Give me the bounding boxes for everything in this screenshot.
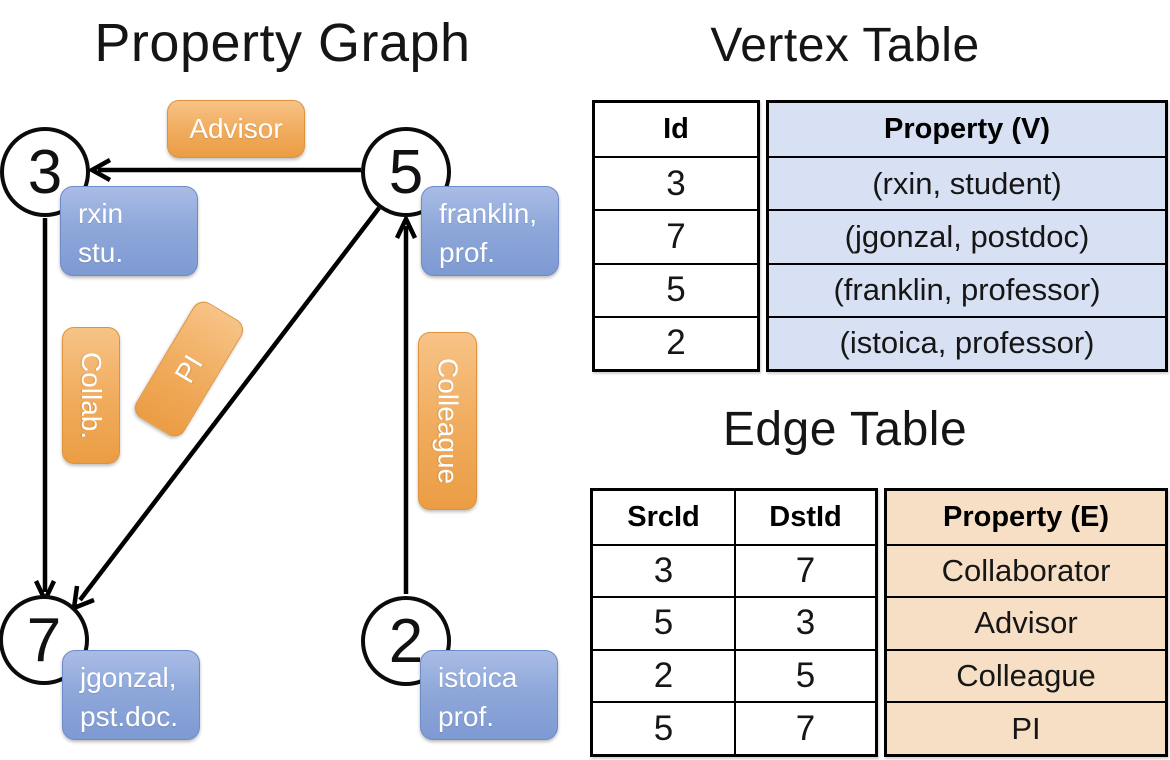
edge-table-id-columns: SrcId DstId 3 7 5 3 2 5 5 7 xyxy=(590,488,878,757)
vertex-table-cell-property: (istoica, professor) xyxy=(769,315,1165,369)
vertex-table-property-column: Property (V) (rxin, student) (jgonzal, p… xyxy=(766,100,1168,372)
arrowhead-colleague-icon xyxy=(394,213,418,239)
vertex-prop-box-2: istoica prof. xyxy=(420,650,558,740)
edge-table-cell-src: 5 xyxy=(593,701,734,754)
edge-table-cell-property: PI xyxy=(887,701,1165,754)
vertex-table-cell-id: 7 xyxy=(595,209,757,262)
vertex-table-cell-property: (rxin, student) xyxy=(769,156,1165,209)
edge-table-header-property: Property (E) xyxy=(943,500,1109,533)
edge-table-cell-property: Collaborator xyxy=(887,543,1165,597)
graph-node-2: 2 xyxy=(361,596,451,686)
vertex-prop-line2: pst.doc. xyxy=(80,701,179,732)
node-id-label: 3 xyxy=(27,137,63,207)
vertex-table-header-property: Property (V) xyxy=(884,113,1050,146)
vertex-prop-box-5: franklin, prof. xyxy=(421,186,559,276)
node-id-label: 5 xyxy=(388,137,424,207)
node-id-label: 7 xyxy=(26,605,62,675)
node-id-label: 2 xyxy=(388,606,424,676)
edge-table-cell-src: 5 xyxy=(593,596,734,649)
graph-edges-svg xyxy=(33,158,418,612)
edge-label-advisor: Advisor xyxy=(167,100,305,158)
edge-table-header-src: SrcId xyxy=(627,500,700,533)
vertex-table-cell-id: 3 xyxy=(595,156,757,209)
edge-table-cell-dst: 7 xyxy=(734,543,875,597)
edge-table-cell-src: 3 xyxy=(593,543,734,597)
arrowhead-advisor-icon xyxy=(87,158,112,182)
edge-table-property-column: Property (E) Collaborator Advisor Collea… xyxy=(884,488,1168,757)
edge-label-text: Collab. xyxy=(76,351,107,440)
edge-table-header-dst: DstId xyxy=(734,491,875,544)
edge-table-cell-dst: 5 xyxy=(734,648,875,702)
vertex-table-cell-id: 5 xyxy=(595,262,757,316)
edge-label-colleague: Colleague xyxy=(418,332,477,510)
edge-table-cell-dst: 7 xyxy=(734,701,875,754)
vertex-table-id-column: Id 3 7 5 2 xyxy=(592,100,760,372)
vertex-table-cell-property: (franklin, professor) xyxy=(769,262,1165,316)
vertex-prop-line2: prof. xyxy=(439,237,496,268)
vertex-prop-line2: prof. xyxy=(438,701,495,732)
vertex-table-header-id: Id xyxy=(663,113,689,146)
edge-table-title: Edge Table xyxy=(722,403,968,456)
vertex-table-title: Vertex Table xyxy=(710,19,980,72)
vertex-prop-line2: stu. xyxy=(78,237,124,268)
vertex-table-cell-property: (jgonzal, postdoc) xyxy=(769,209,1165,262)
edge-label-text: Advisor xyxy=(189,113,283,144)
edge-table-cell-property: Colleague xyxy=(887,648,1165,702)
edge-label-collab: Collab. xyxy=(62,327,120,464)
vertex-table-cell-id: 2 xyxy=(595,315,757,369)
vertex-prop-line1: istoica xyxy=(438,662,518,693)
vertex-prop-box-7: jgonzal, pst.doc. xyxy=(62,650,200,740)
vertex-prop-box-3: rxin stu. xyxy=(60,186,198,276)
edge-table-cell-property: Advisor xyxy=(887,596,1165,649)
edge-table-cell-src: 2 xyxy=(593,648,734,702)
vertex-prop-line1: rxin xyxy=(78,198,124,229)
edge-table-cell-dst: 3 xyxy=(734,596,875,649)
edge-label-text: PI xyxy=(168,349,209,389)
vertex-prop-line1: jgonzal, xyxy=(80,662,177,693)
edge-line-pi xyxy=(78,206,381,602)
property-graph-title: Property Graph xyxy=(94,13,471,73)
edge-label-text: Colleague xyxy=(432,357,464,485)
vertex-prop-line1: franklin, xyxy=(439,198,538,229)
